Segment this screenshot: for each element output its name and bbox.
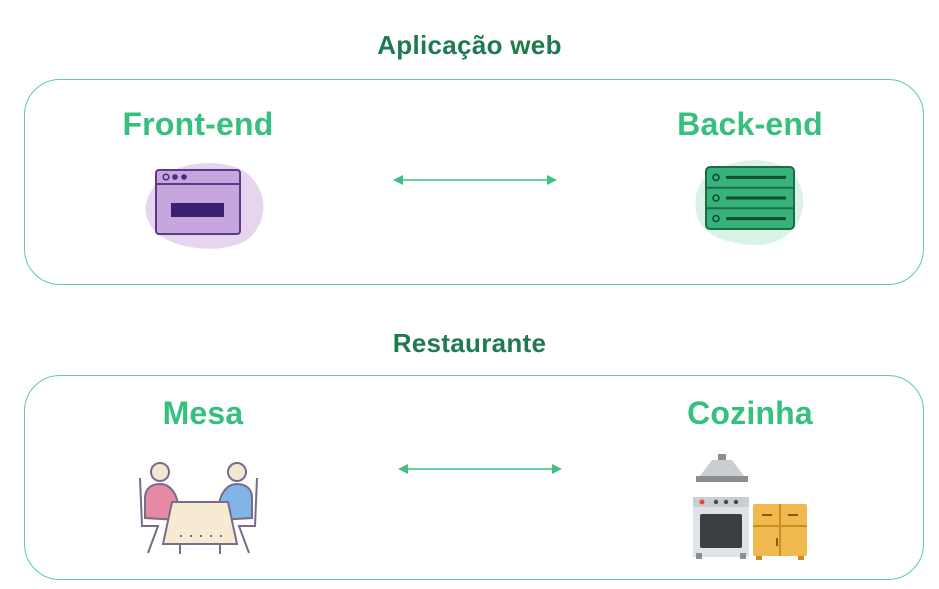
mesa-label: Mesa	[162, 395, 244, 431]
front-end-label: Front-end	[122, 106, 274, 142]
restaurant-group-box	[24, 375, 924, 580]
kitchen-stove-icon	[693, 454, 807, 560]
dining-table-icon	[139, 462, 258, 554]
server-rack-icon	[695, 160, 804, 245]
bidirectional-arrow-restaurant	[398, 464, 562, 474]
section-title-web-app: Aplicação web	[377, 30, 562, 60]
back-end-label: Back-end	[677, 106, 823, 142]
cozinha-label: Cozinha	[687, 395, 813, 431]
section-title-restaurant: Restaurante	[392, 328, 547, 358]
bidirectional-arrow-web	[393, 175, 557, 185]
browser-window-icon	[145, 162, 264, 249]
web-app-group-box	[24, 79, 924, 285]
